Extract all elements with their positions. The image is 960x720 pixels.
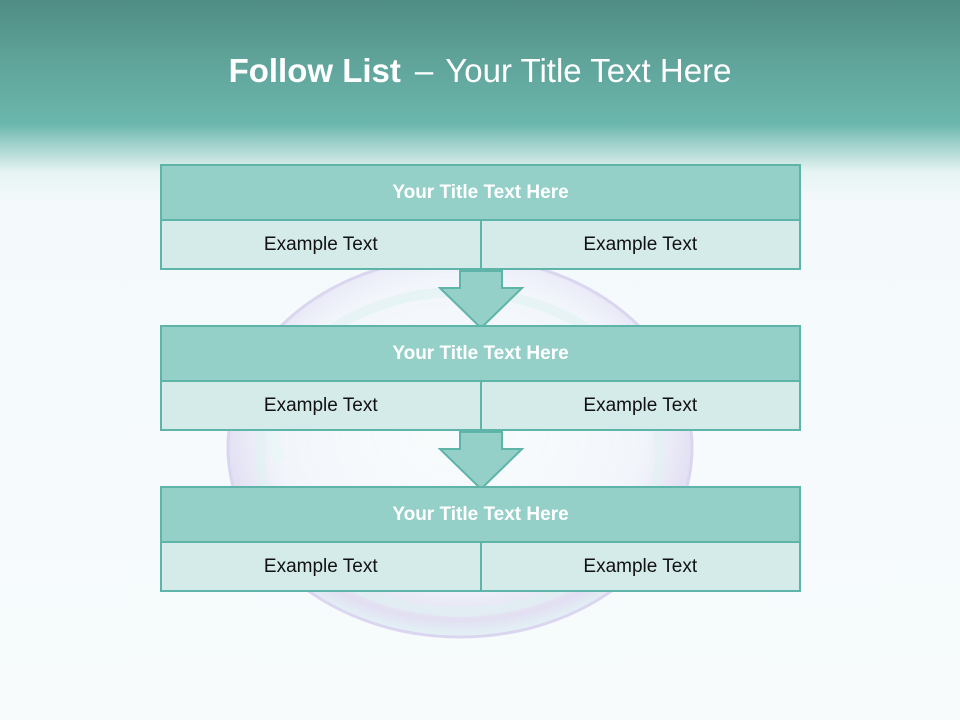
slide-title-separator: – bbox=[414, 52, 434, 89]
down-arrow-icon bbox=[438, 431, 524, 491]
down-arrow-icon bbox=[438, 270, 524, 330]
step-2-left-text: Example Text bbox=[160, 382, 482, 431]
step-block-3: Your Title Text Here Example Text Exampl… bbox=[160, 486, 801, 592]
step-block-2: Your Title Text Here Example Text Exampl… bbox=[160, 325, 801, 431]
step-1-left-text: Example Text bbox=[160, 221, 482, 270]
step-1-right-text: Example Text bbox=[479, 221, 801, 270]
step-row-3: Example Text Example Text bbox=[160, 543, 801, 592]
step-3-left-text: Example Text bbox=[160, 543, 482, 592]
step-title-2: Your Title Text Here bbox=[160, 325, 801, 382]
step-block-1: Your Title Text Here Example Text Exampl… bbox=[160, 164, 801, 270]
slide-title: Follow List – Your Title Text Here bbox=[0, 52, 960, 102]
step-2-right-text: Example Text bbox=[479, 382, 801, 431]
step-title-3: Your Title Text Here bbox=[160, 486, 801, 543]
step-row-1: Example Text Example Text bbox=[160, 221, 801, 270]
slide-title-rest: Your Title Text Here bbox=[445, 52, 732, 89]
step-3-right-text: Example Text bbox=[479, 543, 801, 592]
step-title-1: Your Title Text Here bbox=[160, 164, 801, 221]
slide-title-bold: Follow List bbox=[228, 52, 401, 89]
step-row-2: Example Text Example Text bbox=[160, 382, 801, 431]
